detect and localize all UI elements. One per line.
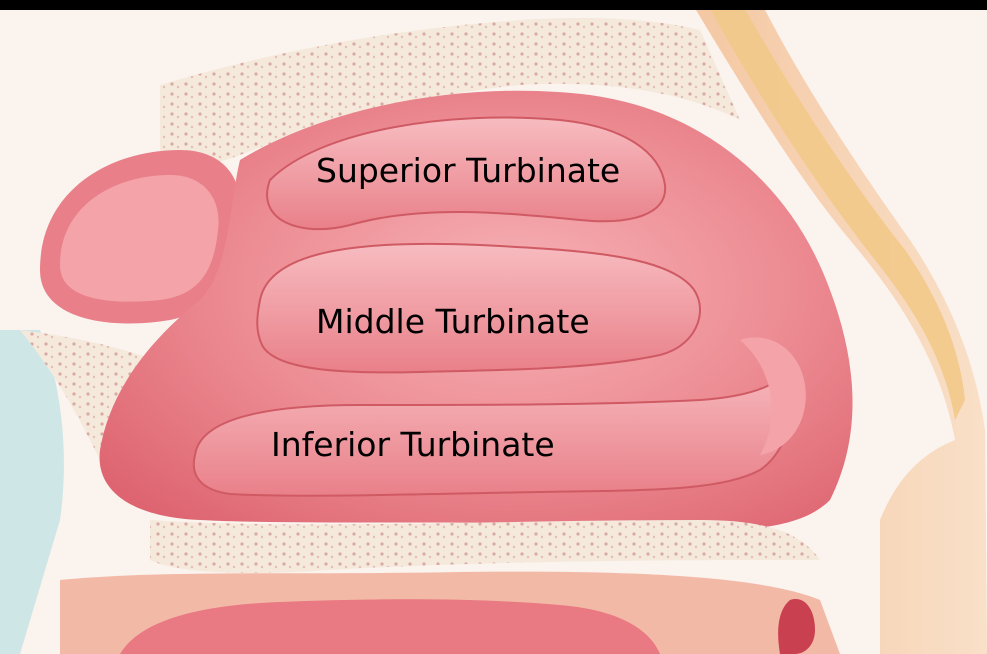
- label-inferior-turbinate: Inferior Turbinate: [271, 425, 555, 464]
- label-superior-turbinate: Superior Turbinate: [316, 151, 620, 190]
- top-frame-bar: [0, 0, 987, 10]
- label-middle-turbinate: Middle Turbinate: [316, 302, 590, 341]
